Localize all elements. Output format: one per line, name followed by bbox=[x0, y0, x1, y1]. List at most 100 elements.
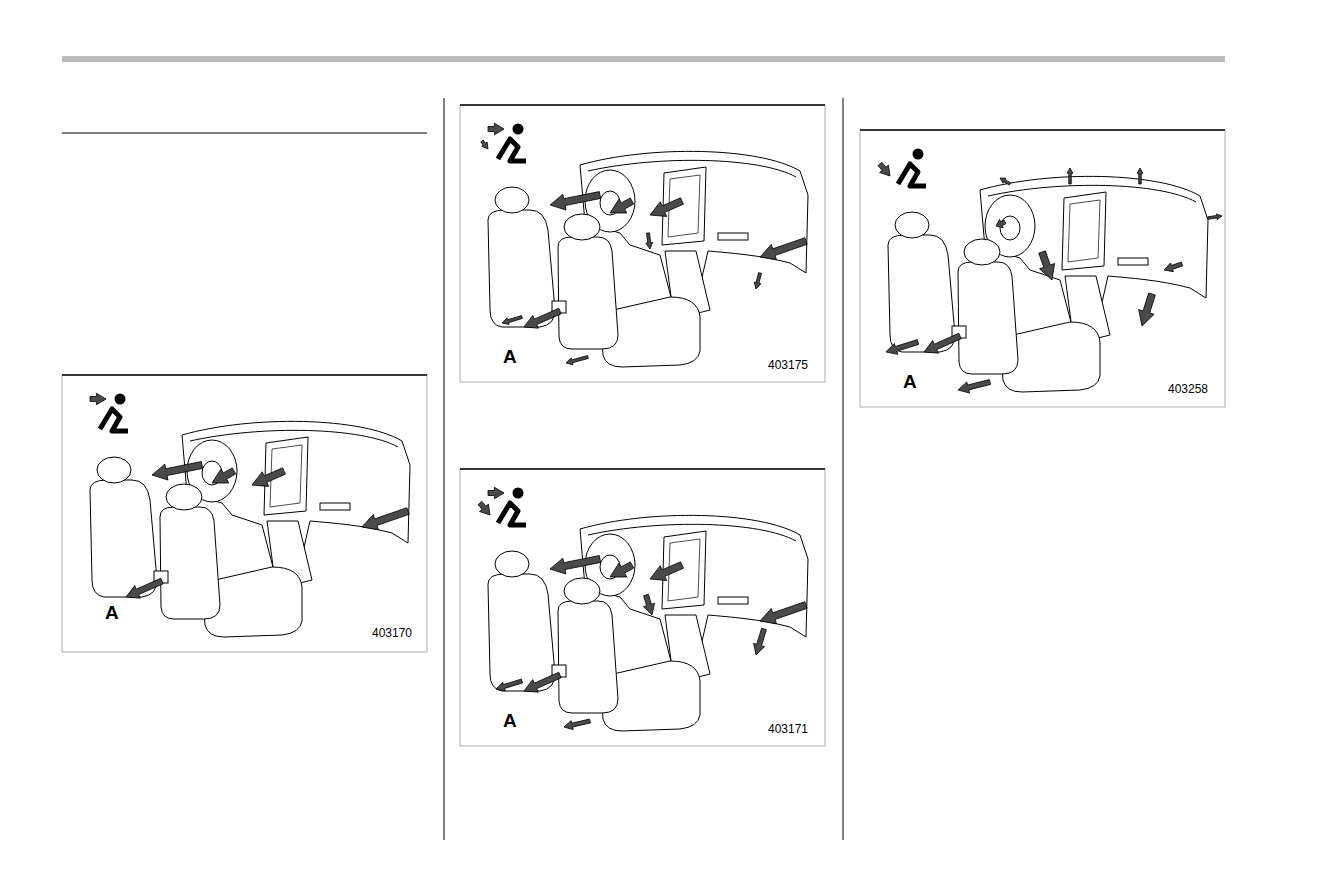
airflow-arrow bbox=[1000, 178, 1011, 185]
headrest bbox=[964, 239, 1000, 265]
figure-frame bbox=[460, 469, 825, 746]
seat bbox=[90, 480, 157, 597]
airflow-arrow bbox=[152, 462, 203, 480]
section-rule bbox=[62, 133, 427, 134]
airflow-arrow bbox=[650, 198, 683, 217]
airflow-arrow bbox=[566, 356, 588, 365]
icon-head bbox=[513, 124, 524, 135]
airflow-arrow bbox=[886, 340, 919, 355]
icon-body bbox=[898, 164, 926, 186]
airflow-arrow bbox=[760, 602, 807, 624]
figure bbox=[460, 105, 825, 382]
column-divider bbox=[843, 98, 844, 840]
seat bbox=[888, 235, 955, 352]
seat bbox=[958, 262, 1018, 374]
airflow-arrow bbox=[524, 672, 561, 692]
headrest bbox=[495, 551, 529, 577]
figure-top-rule bbox=[460, 104, 825, 106]
airflow-arrow bbox=[478, 501, 490, 515]
airflow-arrow bbox=[496, 679, 523, 691]
callout-letter: A bbox=[503, 711, 517, 732]
callout-letter: A bbox=[903, 372, 917, 393]
airflow-arrow bbox=[924, 333, 961, 353]
headrest bbox=[564, 578, 600, 604]
seat bbox=[488, 210, 555, 327]
vent bbox=[1118, 258, 1148, 265]
headrest bbox=[97, 457, 131, 483]
airflow-arrow bbox=[252, 468, 285, 487]
icon-body bbox=[498, 503, 526, 525]
mode-icon bbox=[90, 393, 128, 431]
header-bar bbox=[62, 56, 1225, 62]
airflow-arrow bbox=[643, 594, 654, 615]
headrest bbox=[495, 187, 529, 213]
figure bbox=[860, 130, 1225, 407]
figure bbox=[62, 375, 427, 652]
icon-head bbox=[513, 488, 524, 499]
figure-top-rule bbox=[460, 468, 825, 470]
icon-body bbox=[498, 139, 526, 161]
seat bbox=[160, 507, 220, 619]
airflow-arrow bbox=[958, 380, 991, 393]
seat bbox=[558, 601, 618, 713]
vent bbox=[718, 597, 748, 604]
airflow-arrow bbox=[1039, 251, 1055, 280]
display-screen bbox=[1068, 200, 1100, 262]
airflow-arrow bbox=[754, 628, 767, 655]
airflow-arrow bbox=[1137, 168, 1143, 184]
icon-head bbox=[913, 149, 924, 160]
airflow-arrow bbox=[1208, 214, 1222, 220]
center-display bbox=[1062, 192, 1106, 270]
headrest bbox=[166, 484, 202, 510]
airflow-arrow bbox=[488, 123, 504, 135]
airflow-arrow bbox=[362, 508, 409, 530]
vent bbox=[718, 233, 748, 240]
headrest bbox=[564, 214, 600, 240]
vent bbox=[320, 503, 350, 510]
airflow-arrow bbox=[1067, 168, 1073, 184]
airflow-arrow bbox=[488, 487, 504, 499]
airflow-arrow bbox=[524, 308, 561, 328]
figure-number: 403171 bbox=[768, 723, 808, 736]
airflow-arrow bbox=[650, 562, 683, 581]
figure bbox=[460, 469, 825, 746]
airflow-arrow bbox=[646, 233, 653, 249]
figure-number: 403175 bbox=[768, 359, 808, 372]
airflow-arrow bbox=[481, 140, 488, 149]
airflow-arrow bbox=[760, 238, 807, 260]
mode-icon bbox=[878, 149, 926, 187]
airflow-arrow bbox=[610, 198, 634, 213]
headrest bbox=[895, 212, 929, 238]
figure-number: 403258 bbox=[1168, 383, 1208, 396]
mode-icon bbox=[481, 123, 526, 161]
airflow-arrow bbox=[996, 219, 1006, 227]
airflow-arrow bbox=[878, 162, 890, 176]
figure-number: 403170 bbox=[372, 627, 412, 640]
airflow-arrow bbox=[1164, 262, 1183, 272]
seat bbox=[488, 574, 555, 691]
figure-top-rule bbox=[860, 129, 1225, 131]
figure-frame bbox=[860, 130, 1225, 407]
figure-frame bbox=[460, 105, 825, 382]
airflow-arrow bbox=[1139, 293, 1156, 326]
mode-icon bbox=[478, 487, 526, 525]
airflow-arrow bbox=[502, 316, 522, 325]
column-divider bbox=[444, 98, 445, 840]
figure-frame bbox=[62, 375, 427, 652]
airflow-arrow bbox=[564, 719, 590, 730]
icon-head bbox=[115, 394, 126, 405]
airflow-arrow bbox=[550, 192, 601, 210]
callout-letter: A bbox=[105, 603, 119, 624]
seat bbox=[558, 237, 618, 349]
figure-top-rule bbox=[62, 374, 427, 376]
callout-letter: A bbox=[503, 347, 517, 368]
airflow-arrow bbox=[754, 273, 761, 289]
icon-body bbox=[100, 409, 128, 431]
airflow-arrow bbox=[126, 578, 163, 598]
airflow-arrow bbox=[90, 393, 106, 405]
airflow-arrow bbox=[550, 556, 601, 574]
airflow-arrow bbox=[610, 562, 634, 577]
airflow-arrow bbox=[212, 468, 236, 483]
